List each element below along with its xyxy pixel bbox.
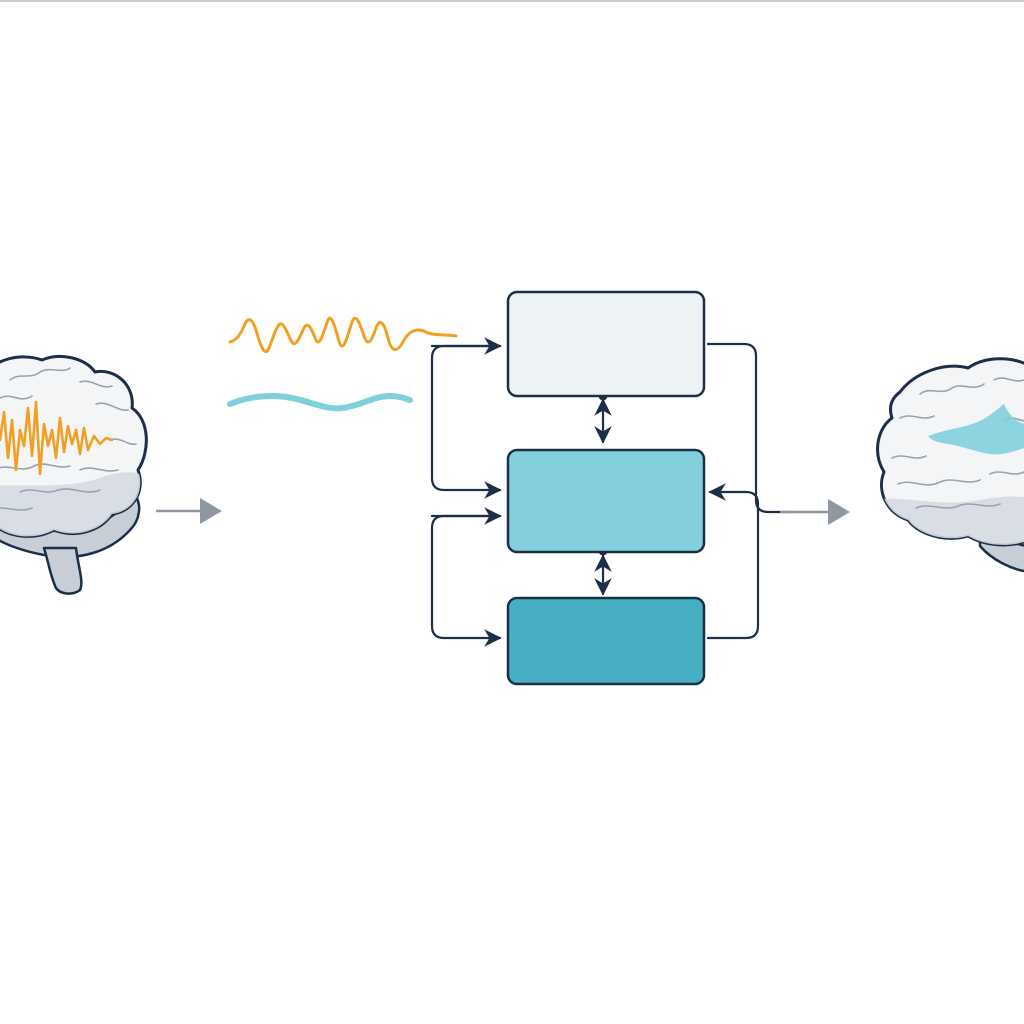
left-brain-orange-oscillation: [0, 400, 114, 476]
input-arrow: [156, 498, 222, 524]
connector-right-bottom-loop: [706, 483, 760, 640]
top-rule: [0, 0, 1024, 2]
connectors: [430, 337, 792, 647]
cyan-signal-waveform: [227, 392, 413, 412]
connector-right-exit: [706, 342, 792, 514]
connector-left-top-loop: [430, 344, 502, 499]
process-block-middle: [506, 448, 706, 554]
process-block-top: [506, 290, 706, 398]
right-brain-folds: [891, 377, 1024, 509]
process-block-bottom: [506, 596, 706, 686]
orange-signal-waveform: [228, 316, 458, 353]
output-arrow: [780, 499, 850, 525]
connector-left-bottom-loop: [430, 514, 502, 647]
right-brain-cyan-region: [928, 404, 1024, 455]
input-brain-illustration: [0, 355, 148, 595]
left-brain-shading: [0, 472, 147, 537]
output-brain-illustration: [876, 357, 1024, 573]
left-brain-stem: [42, 546, 83, 595]
